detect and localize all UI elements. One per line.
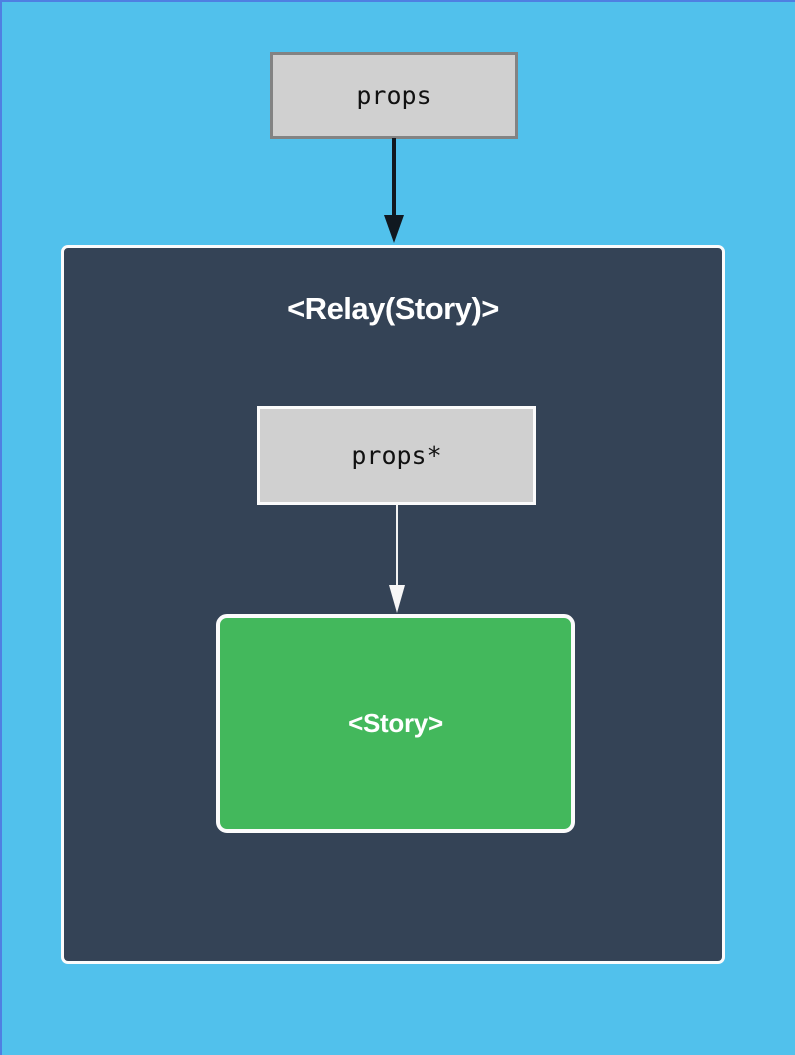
outer-props-node[interactable]: props — [270, 52, 518, 139]
story-component-node[interactable]: <Story> — [216, 614, 575, 833]
outer-props-to-relay-arrow — [378, 138, 410, 245]
inner-props-node[interactable]: props* — [257, 406, 536, 505]
inner-props-label: props* — [351, 441, 442, 470]
arrow-down-icon — [389, 505, 405, 613]
inner-props-to-story-arrow — [381, 505, 413, 615]
outer-props-label: props — [356, 81, 432, 110]
relay-panel-title: <Relay(Story)> — [287, 291, 499, 326]
relay-story-panel: <Relay(Story)> props* <Story> — [61, 245, 725, 964]
story-component-label: <Story> — [348, 708, 443, 738]
arrow-down-icon — [384, 138, 404, 243]
